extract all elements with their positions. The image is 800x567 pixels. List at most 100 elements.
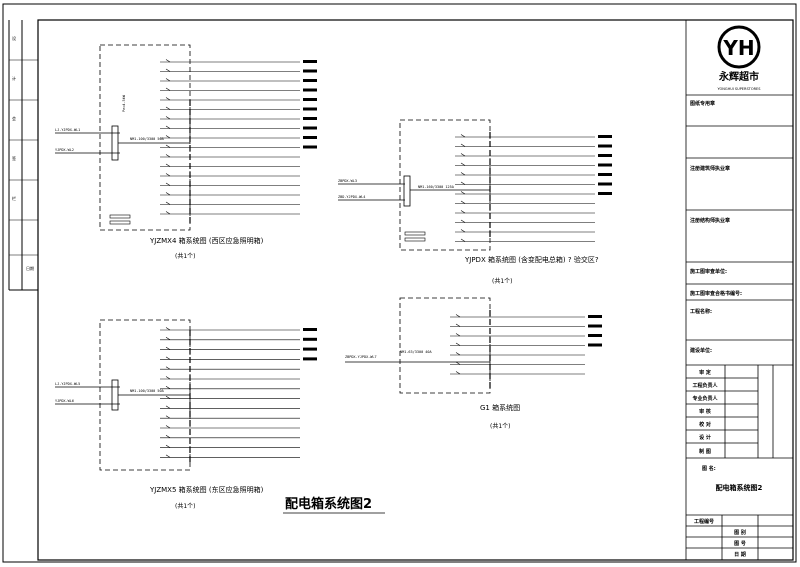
- panel-yjpdx: ZBPDX-WL3 ZBD-YJPDX-WL4 NM1-160/3300 125…: [338, 119, 612, 285]
- breaker-symbol: [165, 454, 171, 458]
- breaker-symbol: [165, 68, 171, 72]
- tb-review-cert-label: 施工图审查合格书编号:: [689, 290, 742, 297]
- breaker-symbol: [165, 154, 171, 158]
- role-discipline-lead: 专业负责人: [692, 395, 718, 402]
- circuit-note-mark: [303, 69, 317, 73]
- breaker-symbol: [165, 135, 171, 139]
- breaker-symbol: [460, 200, 466, 204]
- circuit-note-mark: [588, 315, 602, 318]
- breaker-symbol: [165, 376, 171, 380]
- svg-text:NM1-63/3300 40A: NM1-63/3300 40A: [400, 350, 433, 354]
- breaker-symbol: [165, 337, 171, 341]
- circuit-note-mark: [303, 126, 317, 130]
- panel-caption-yjzmx4: YJZMX4 箱系统图 (西区应急照明箱): [149, 236, 264, 245]
- tb-drawing-name: 配电箱系统图2: [716, 483, 763, 492]
- circuit-rows-yjzmx5: [160, 327, 317, 458]
- sheet-border: [2, 3, 797, 563]
- yh-logo: YH: [717, 25, 761, 69]
- svg-text:YJPDX-WL6: YJPDX-WL6: [55, 399, 74, 403]
- breaker-symbol: [460, 181, 466, 185]
- svg-text:设: 设: [12, 35, 16, 41]
- role-design: 设 计: [699, 434, 711, 441]
- circuit-note-mark: [303, 107, 317, 111]
- tb-structural-seal-label: 注册结构师执业章: [690, 217, 730, 224]
- footer-drawing-no: 图 号: [734, 540, 746, 547]
- breaker-symbol: [165, 425, 171, 429]
- breaker-symbol: [165, 405, 171, 409]
- panel-yjzmx4: LJ-YJPDX-WL1 YJPDX-WL2 Pe=4.5kW NM1-100/…: [55, 44, 317, 260]
- svg-text:会: 会: [12, 115, 16, 121]
- circuit-note-mark: [303, 117, 317, 120]
- breaker-symbol: [455, 342, 461, 346]
- breaker-symbol: [455, 323, 461, 327]
- panel-count-yjpdx: (共1个): [492, 277, 513, 285]
- circuit-note-mark: [598, 154, 612, 157]
- circuit-note-mark: [303, 145, 317, 149]
- breaker-symbol: [165, 97, 171, 101]
- panel-caption-g1: G1 箱系统图: [480, 403, 520, 412]
- svg-text:ZBPDX-YJPDX-WL7: ZBPDX-YJPDX-WL7: [345, 355, 377, 359]
- tb-review-unit-label: 施工图审查单位:: [689, 268, 727, 275]
- breaker-symbol: [165, 182, 171, 186]
- svg-text:NM1-160/3300 125A: NM1-160/3300 125A: [418, 185, 455, 189]
- svg-text:栏: 栏: [12, 195, 16, 201]
- breaker-symbol: [165, 192, 171, 196]
- circuit-note-mark: [303, 357, 317, 361]
- circuit-note-mark: [303, 337, 317, 341]
- circuit-note-mark: [598, 173, 612, 176]
- breaker-symbol: [460, 134, 466, 138]
- title-block: [685, 20, 793, 560]
- breaker-symbol: [165, 87, 171, 91]
- panel-count-yjzmx5: (共1个): [175, 502, 196, 510]
- circuit-rows-g1: [450, 314, 602, 375]
- circuit-note-mark: [598, 144, 612, 148]
- breaker-symbol: [460, 229, 466, 233]
- breaker-symbol: [165, 125, 171, 129]
- breaker-symbol: [165, 163, 171, 167]
- tb-architect-seal-label: 注册建筑师执业章: [690, 165, 730, 172]
- circuit-note-mark: [303, 60, 317, 63]
- footer-date: 日 期: [734, 551, 746, 558]
- tb-stamp-label: 图纸专用章: [690, 100, 715, 107]
- svg-text:计: 计: [12, 75, 16, 81]
- company-name-en: YONGHUI SUPERSTORES: [718, 87, 762, 91]
- circuit-note-mark: [588, 334, 602, 337]
- svg-text:LJ-YJPDX-WL5: LJ-YJPDX-WL5: [55, 382, 80, 386]
- breaker-symbol: [165, 435, 171, 439]
- drawing-title: 配电箱系统图2: [285, 496, 372, 512]
- role-approve: 审 定: [699, 369, 711, 376]
- footer-project-no: 工程编号: [694, 518, 714, 525]
- breaker-symbol: [165, 395, 171, 399]
- svg-text:ZBPDX-WL3: ZBPDX-WL3: [338, 179, 357, 183]
- footer-drawing-type: 图 别: [734, 529, 746, 536]
- breaker-symbol: [165, 59, 171, 63]
- circuit-note-mark: [303, 347, 317, 351]
- breaker-symbol: [165, 346, 171, 350]
- breaker-symbol: [165, 327, 171, 331]
- panel-count-yjzmx4: (共1个): [175, 252, 196, 260]
- circuit-note-mark: [303, 328, 317, 331]
- tb-project-name-label: 工程名称:: [690, 308, 712, 315]
- breaker-symbol: [455, 333, 461, 337]
- breaker-symbol: [460, 162, 466, 166]
- panel-caption-yjpdx: YJPDX 箱系统图 (含变配电总箱) ? 验交区?: [464, 255, 599, 264]
- breaker-symbol: [455, 352, 461, 356]
- circuit-rows-yjpdx: [455, 134, 612, 242]
- breaker-symbol: [165, 386, 171, 390]
- breaker-symbol: [165, 106, 171, 110]
- circuit-note-mark: [303, 98, 317, 101]
- circuit-note-mark: [303, 88, 317, 92]
- breaker-symbol: [455, 371, 461, 375]
- breaker-symbol: [460, 172, 466, 176]
- role-project-lead: 工程负责人: [692, 382, 718, 389]
- breaker-symbol: [460, 143, 466, 147]
- role-draft: 制 图: [699, 448, 711, 455]
- svg-text:日期: 日期: [26, 265, 34, 271]
- logo-text: YH: [722, 36, 754, 60]
- breaker-symbol: [460, 153, 466, 157]
- breaker-symbol: [165, 356, 171, 360]
- circuit-note-mark: [598, 135, 612, 138]
- breaker-symbol: [460, 191, 466, 195]
